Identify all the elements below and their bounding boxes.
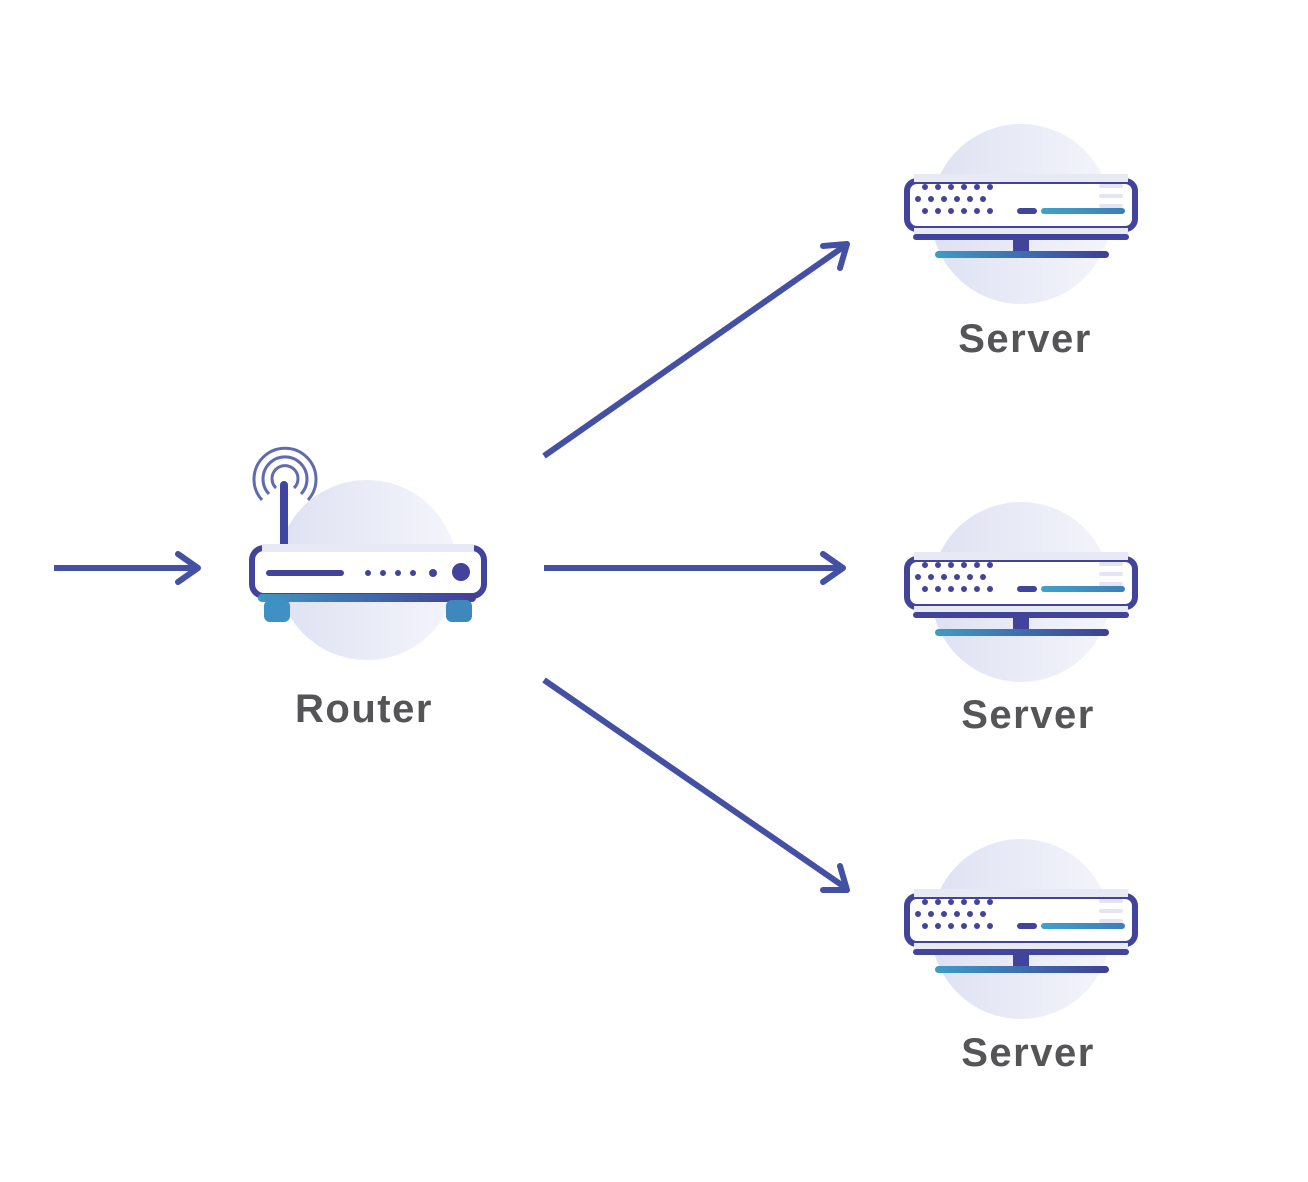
router-node: Router — [249, 446, 487, 731]
server-icon — [907, 124, 1135, 304]
server-label: Server — [961, 693, 1095, 737]
arrow-to-server-top — [542, 241, 850, 459]
server-node-middle: Server — [907, 502, 1135, 737]
server-label: Server — [961, 1031, 1095, 1075]
server-icon — [907, 502, 1135, 682]
server-node-top: Server — [907, 124, 1135, 361]
router-label: Router — [295, 687, 433, 731]
arrow-to-server-middle — [544, 551, 846, 585]
server-icon — [907, 839, 1135, 1019]
incoming-arrow — [54, 551, 201, 585]
server-node-bottom: Server — [907, 839, 1135, 1075]
server-label: Server — [958, 317, 1092, 361]
arrow-to-server-bottom — [542, 677, 850, 893]
wifi-router-icon — [249, 446, 487, 660]
